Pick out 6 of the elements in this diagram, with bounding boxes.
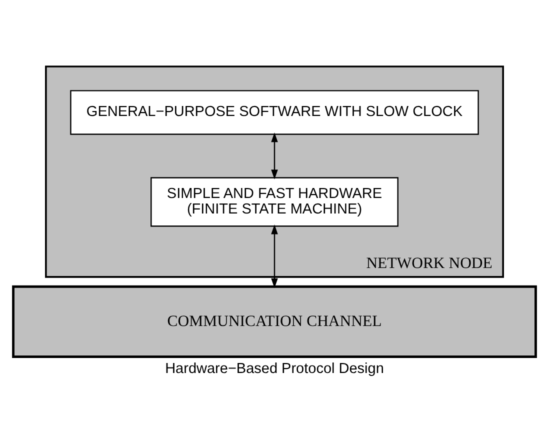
arrow (271, 132, 278, 179)
arrow (271, 224, 278, 288)
node-box: SIMPLE AND FAST HARDWARE (FINITE STATE MACHINE) (150, 176, 398, 226)
caption: Hardware−Based Protocol Design (165, 360, 384, 377)
node-box: COMMUNICATION CHANNEL (12, 284, 537, 358)
node-box: GENERAL−PURPOSE SOFTWARE WITH SLOW CLOCK (70, 90, 479, 134)
